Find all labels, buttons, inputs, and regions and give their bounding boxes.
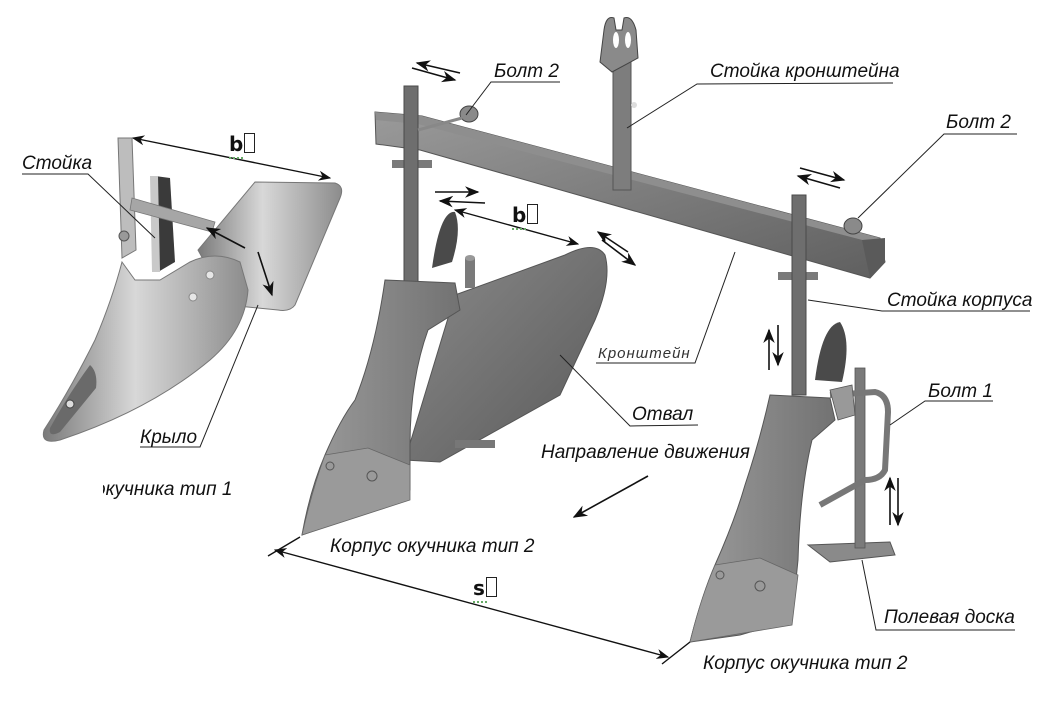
hiller-body-type2-right xyxy=(689,322,896,643)
double-arrow-horizontal-icon xyxy=(411,60,461,83)
otval-fin-right xyxy=(815,322,847,382)
double-arrow-horizontal-icon xyxy=(435,186,486,208)
adjust-arrows xyxy=(205,60,904,527)
dim-label-b-type2: b xyxy=(512,203,539,230)
leader-lines xyxy=(22,81,1030,631)
polevaya-doska xyxy=(806,541,896,563)
label-stoika-kronshteina: Стойка кронштейна xyxy=(710,61,900,82)
polevaya-doska-rod xyxy=(854,367,866,549)
stoika-plate-front xyxy=(155,176,175,272)
leader-otval xyxy=(559,354,699,427)
stoika-kronshteina xyxy=(612,59,632,191)
spellcheck-squiggle xyxy=(229,154,243,159)
label-stoika: Стойка xyxy=(22,153,93,174)
hitch-clevis xyxy=(599,17,639,73)
dim-letter: s xyxy=(473,576,485,600)
caption-type1: окучника тип 1 xyxy=(95,479,233,500)
clamp-bracket xyxy=(818,388,892,508)
leader-kronshtein xyxy=(596,251,736,364)
dim-b-type2 xyxy=(453,208,580,246)
label-korpus-type2-left: Корпус окучника тип 2 xyxy=(330,536,535,557)
dim-letter: b xyxy=(229,132,244,156)
double-arrow-vertical-icon xyxy=(205,227,274,297)
label-bolt2-left: Болт 2 xyxy=(494,61,559,82)
leader-polevaya-doska xyxy=(861,559,1015,631)
leader-bolt1 xyxy=(889,400,993,426)
label-otval: Отвал xyxy=(632,404,694,425)
label-stoika-korpusa: Стойка корпуса xyxy=(887,290,1033,311)
spellcheck-squiggle xyxy=(512,225,526,230)
missing-glyph-box xyxy=(244,133,256,153)
label-polevaya-doska: Полевая доска xyxy=(884,607,1015,628)
bolt2-left xyxy=(459,105,479,123)
label-direction: Направление движения xyxy=(541,442,750,463)
leader-stoika-korpusa xyxy=(807,299,1030,312)
missing-glyph-box xyxy=(485,577,497,597)
missing-glyph-box xyxy=(527,204,539,224)
stoika-korpusa-right xyxy=(791,194,807,396)
leader-bolt2-right xyxy=(857,133,1017,219)
stoika-korpusa-left xyxy=(403,85,419,297)
hiller-body-type2-left xyxy=(301,211,608,536)
stoika-plate-rear xyxy=(117,137,137,259)
leader-stoika-kronshteina xyxy=(626,82,894,129)
label-bolt2-right: Болт 2 xyxy=(946,112,1011,133)
label-korpus-type2-right: Корпус окучника тип 2 xyxy=(703,653,908,674)
frame xyxy=(374,17,886,396)
double-arrow-vertical-icon xyxy=(884,476,904,527)
label-krylo: Крыло xyxy=(140,427,198,448)
dim-s xyxy=(273,548,670,659)
dim-letter: b xyxy=(512,203,527,227)
double-arrow-vertical-icon xyxy=(763,325,784,370)
share xyxy=(42,255,249,442)
double-arrow-horizontal-icon xyxy=(596,231,637,266)
spellcheck-squiggle xyxy=(473,598,487,603)
otval-fin xyxy=(432,211,458,268)
label-kronshtein: Кронштейн xyxy=(598,345,691,362)
otval xyxy=(404,247,608,463)
double-arrow-horizontal-icon xyxy=(796,167,846,189)
hiller-body-type1 xyxy=(42,137,343,442)
label-bolt1: Болт 1 xyxy=(928,381,993,402)
dim-label-b-type1: b xyxy=(229,132,256,159)
dim-label-s: s xyxy=(473,576,497,603)
bolt2-right xyxy=(843,217,863,235)
leader-krylo xyxy=(140,304,259,448)
leader-bolt2-left xyxy=(465,81,560,116)
leader-stoika xyxy=(22,173,156,239)
arrow-direction-icon xyxy=(572,475,649,518)
